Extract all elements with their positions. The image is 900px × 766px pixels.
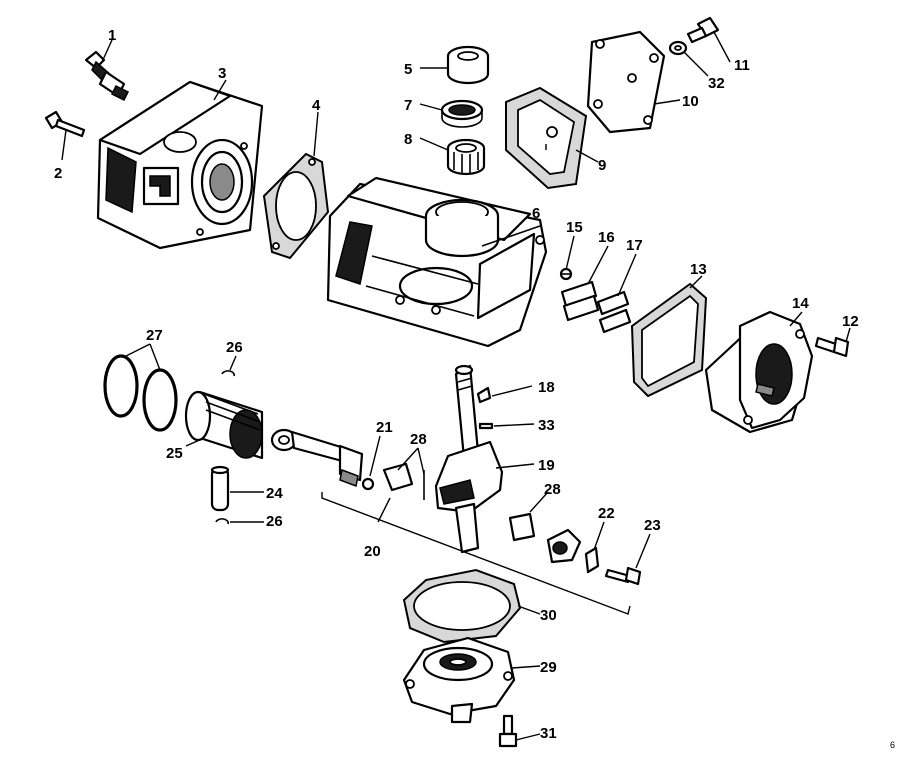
callout-26-lower: 26 (266, 513, 283, 530)
callout-23: 23 (644, 517, 661, 534)
callout-15: 15 (566, 219, 583, 236)
callout-32: 32 (708, 75, 725, 92)
crankcase (326, 176, 548, 348)
rod-bearing-roller (361, 477, 375, 491)
cover-screw (686, 16, 720, 44)
callout-17: 17 (626, 237, 643, 254)
rod-cap (546, 528, 582, 564)
callout-19: 19 (538, 457, 555, 474)
callout-6: 6 (532, 205, 540, 222)
cover-gasket (505, 86, 588, 190)
callout-14: 14 (792, 295, 809, 312)
connecting-rod (270, 428, 364, 488)
intake-gasket (630, 282, 708, 398)
callout-3: 3 (218, 65, 226, 82)
crankshaft (434, 364, 504, 554)
reed-plate (596, 290, 632, 334)
rod-bearing-cage-a (382, 462, 425, 500)
callout-1: 1 (108, 27, 116, 44)
cylinder-gasket (262, 152, 330, 260)
callout-22: 22 (598, 505, 615, 522)
callout-26-upper: 26 (226, 339, 243, 356)
callout-8: 8 (404, 131, 412, 148)
spark-plug (84, 50, 130, 102)
callout-10: 10 (682, 93, 699, 110)
leader-lines (61, 31, 851, 741)
lower-bearing-housing (402, 636, 516, 724)
intake-manifold (704, 310, 814, 434)
woodruff-key (476, 386, 492, 404)
callout-30: 30 (540, 607, 557, 624)
bushing (446, 45, 490, 85)
callout-9: 9 (598, 157, 606, 174)
callout-33: 33 (538, 417, 555, 434)
oil-seal (440, 99, 484, 128)
callout-31: 31 (540, 725, 557, 742)
callout-13: 13 (690, 261, 707, 278)
lock-plate (584, 546, 600, 574)
cylinder-bolt (44, 110, 86, 138)
callout-27: 27 (146, 327, 163, 344)
callout-29: 29 (540, 659, 557, 676)
callout-5: 5 (404, 61, 412, 78)
lock-washer (668, 40, 688, 56)
callout-2: 2 (54, 165, 62, 182)
callout-28-lower: 28 (544, 481, 561, 498)
piston-pin-clip-lower (215, 518, 229, 525)
callout-20: 20 (364, 543, 381, 560)
callout-16: 16 (598, 229, 615, 246)
piston (184, 390, 264, 460)
rod-bearing-cage-b (508, 512, 536, 542)
corner-mark: 6 (890, 740, 895, 750)
rod-cap-screw (604, 566, 642, 586)
callout-25: 25 (166, 445, 183, 462)
cylinder-block (96, 80, 264, 250)
reed-screw (559, 267, 573, 281)
crankshaft-assembly-bracket (321, 492, 631, 615)
piston-rings (103, 354, 178, 432)
crank-pin (478, 422, 494, 430)
callout-18: 18 (538, 379, 555, 396)
callout-7: 7 (404, 97, 412, 114)
cover-plate (586, 30, 666, 134)
piston-pin-clip-upper (221, 370, 235, 377)
piston-pin (210, 465, 230, 512)
housing-bolt (498, 714, 518, 748)
callout-11: 11 (734, 57, 750, 74)
callout-28-upper: 28 (410, 431, 427, 448)
callout-labels: 1 2 3 4 5 6 7 8 9 10 11 12 13 14 15 16 1… (54, 27, 859, 742)
reed-valve (560, 280, 600, 322)
callout-12: 12 (842, 313, 859, 330)
manifold-bolt (814, 336, 850, 358)
needle-bearing (446, 138, 486, 176)
callout-4: 4 (312, 97, 321, 114)
lower-main-gasket (402, 568, 522, 644)
callout-21: 21 (376, 419, 393, 436)
callout-24: 24 (266, 485, 283, 502)
